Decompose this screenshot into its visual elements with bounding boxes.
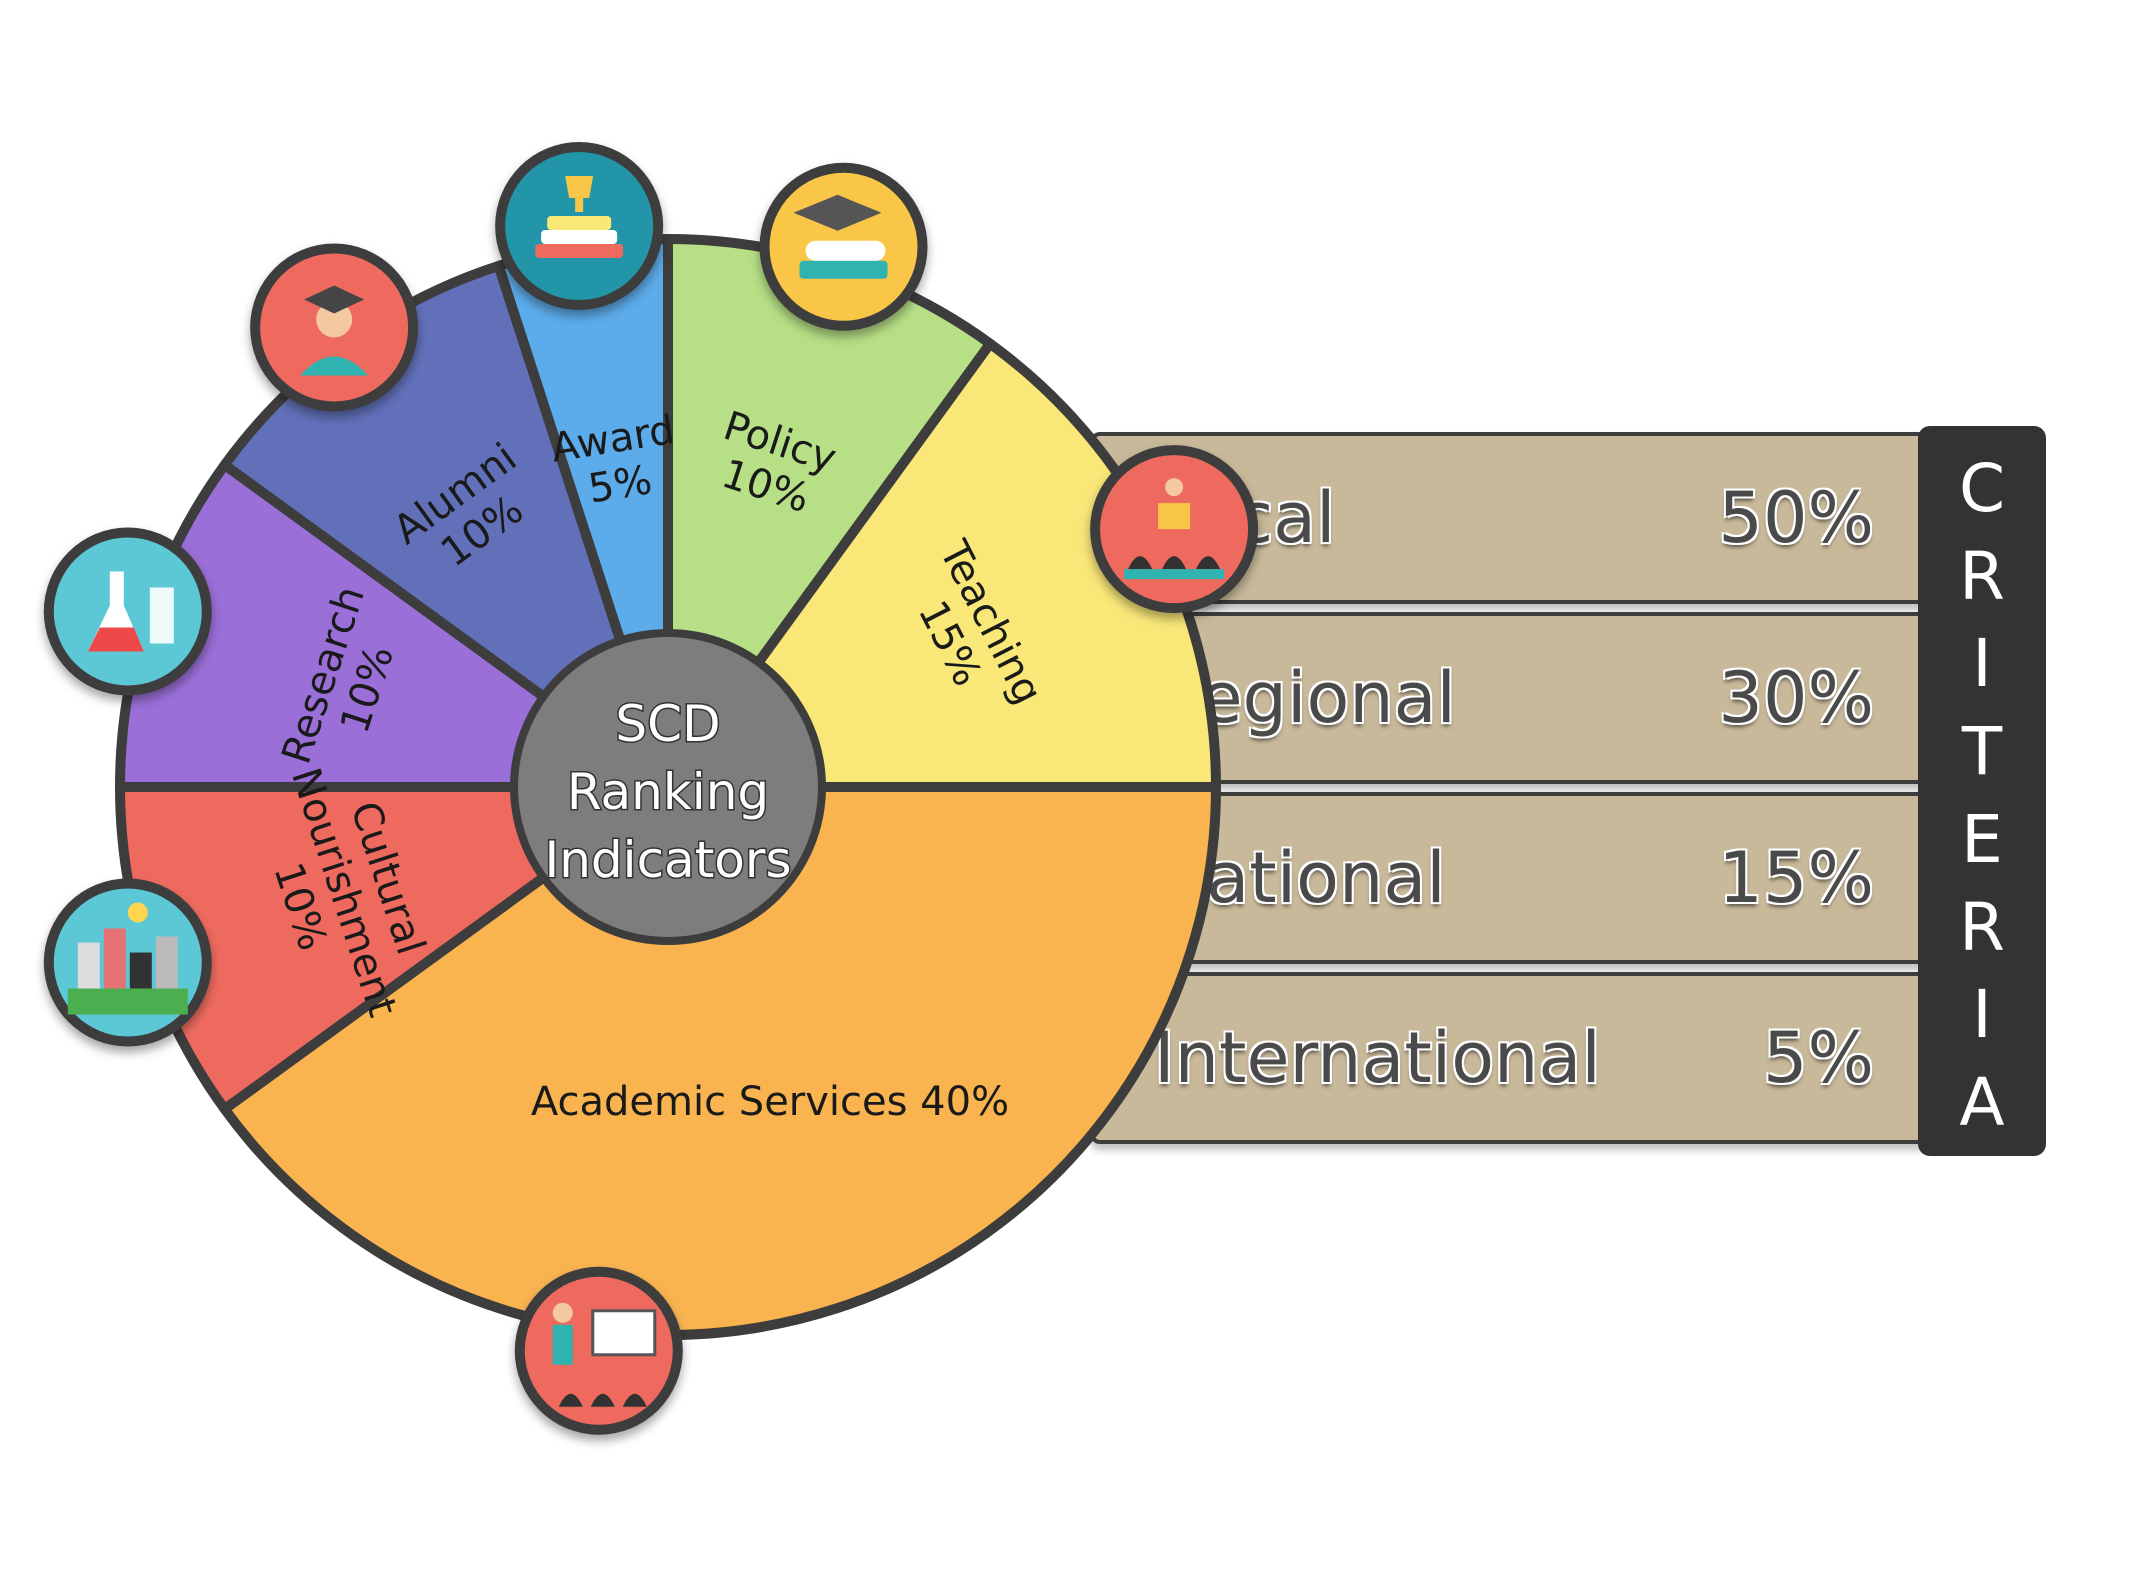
city-skyline-icon [43,878,212,1047]
slice-label: Academic Services 40% [531,1079,1009,1125]
criteria-letter: A [1959,1063,2005,1141]
criteria-row: National 15% [1090,792,1930,964]
criteria-row: International 5% [1090,972,1930,1144]
slice-label-line: 5% [585,457,655,512]
diploma-books-icon [759,162,928,331]
pie-icons [43,141,1259,1435]
criteria-letter: C [1958,450,2006,527]
criteria-value: 15% [1718,837,1874,919]
criteria-letter: I [1972,976,1992,1054]
center-title-line: Ranking [567,763,769,821]
criteria-value: 30% [1718,657,1874,739]
criteria-letter: E [1961,800,2003,878]
graduates-icon [250,243,419,412]
icon-glyph [300,285,369,376]
criteria-letter: R [1959,537,2005,615]
criteria-value: 50% [1718,477,1874,559]
lab-flask-icon [43,527,212,696]
icon-disc [53,537,202,686]
criteria-letter: R [1959,888,2005,966]
icon-glyph [1124,478,1225,580]
center-title-line: Indicators [545,831,792,889]
criteria-letter: T [1961,713,2003,791]
icon-glyph [552,1302,657,1407]
pie-slice-academic-services [219,782,1221,1340]
criteria-label: International [1154,1017,1601,1099]
center-title-line: SCD [615,695,720,753]
criteria-value: 5% [1762,1017,1874,1099]
slice-label-line: Academic Services 40% [531,1079,1009,1125]
icon-glyph [535,175,624,258]
lecture-audience-icon [1090,445,1259,614]
icon-glyph [67,902,188,1015]
teacher-presentation-icon [514,1266,683,1435]
criteria-letter: I [1972,625,1992,703]
trophy-books-icon [495,141,664,310]
center-disc [518,637,818,937]
icon-glyph [87,571,174,652]
icon-glyph [793,194,888,279]
